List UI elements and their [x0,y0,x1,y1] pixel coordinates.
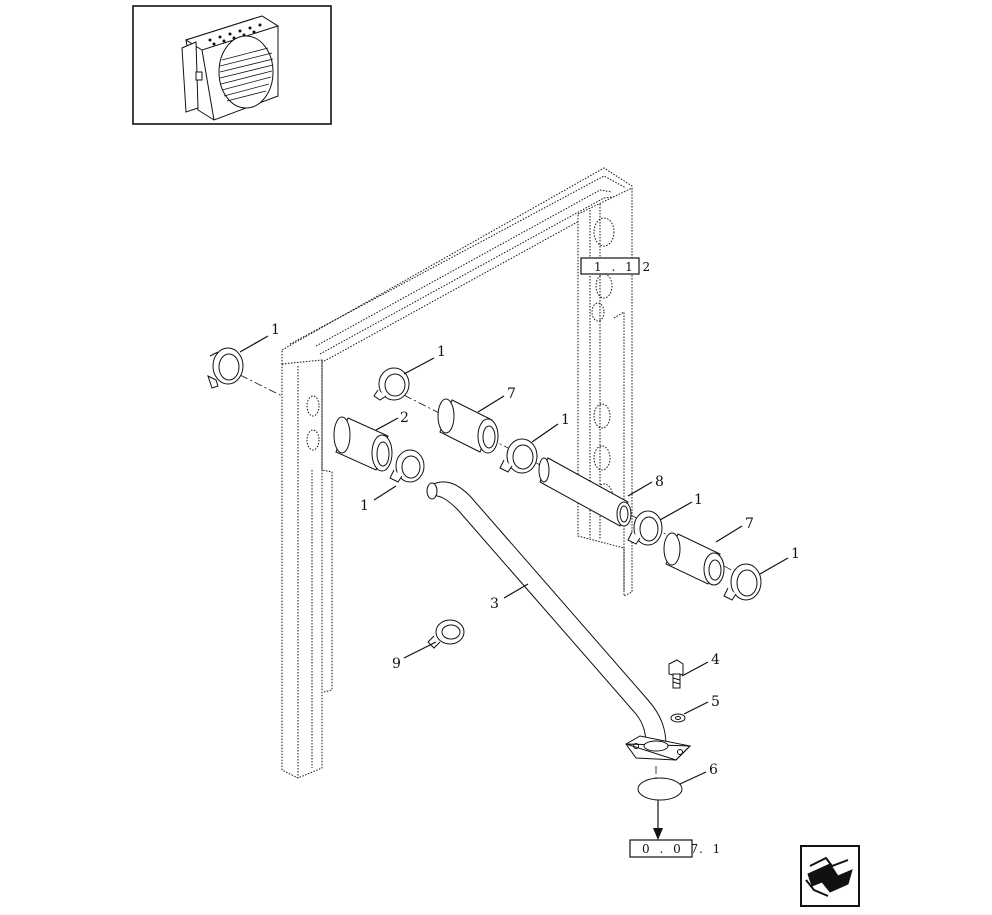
hose-clamp-4[interactable] [499,438,538,474]
radiator-frame [281,167,633,779]
washer-5[interactable] [670,713,686,723]
outlet-reference-arrow [653,800,663,840]
callout-numbers: 1 1 2 1 7 1 8 1 7 1 3 9 4 5 6 [271,322,800,778]
hose-clamp-5[interactable] [627,510,663,546]
radiator-thumbnail-icon[interactable] [132,5,332,125]
hose-clamp-1[interactable] [207,347,244,389]
gasket-6[interactable] [637,777,683,801]
callout-5-washer[interactable]: 5 [711,694,720,710]
hose-clamp-6[interactable] [723,563,762,601]
callout-2-hose[interactable]: 2 [400,410,409,426]
callout-1-right-clamp[interactable]: 1 [694,492,703,508]
hose-clamp-2[interactable] [373,367,410,401]
hose-7-upper[interactable] [437,398,499,454]
outlet-reference-label[interactable]: 0 . 0 7 . 1 [629,839,723,858]
callout-1-far-right-clamp[interactable]: 1 [791,546,800,562]
outlet-reference-text: 0 . 0 7 [642,842,701,856]
outlet-reference-suffix: . 1 [699,842,723,856]
callout-1-middle-clamp[interactable]: 1 [561,412,570,428]
callout-leader-lines [239,335,789,785]
hose-2[interactable] [333,416,393,472]
bolt-4[interactable] [668,659,684,689]
callout-3-tube[interactable]: 3 [490,596,499,612]
frame-reference-label[interactable]: 1 . 1 2 [580,257,653,275]
callout-7-upper-hose[interactable]: 7 [507,386,516,402]
callout-4-bolt[interactable]: 4 [711,652,720,668]
hose-7-lower[interactable] [663,532,725,586]
pipe-8[interactable] [538,457,632,527]
callout-7-lower-hose[interactable]: 7 [745,516,754,532]
callout-9-clip[interactable]: 9 [392,656,401,672]
callout-1-lower-clamp[interactable]: 1 [360,498,369,514]
callout-6-gasket[interactable]: 6 [709,762,718,778]
clip-9[interactable] [427,619,465,649]
callout-1-left-clamp[interactable]: 1 [271,322,280,338]
outlet-flange[interactable] [625,735,692,761]
return-arrow-icon[interactable] [800,845,860,907]
hose-clamp-3[interactable] [389,449,425,483]
callout-8-pipe[interactable]: 8 [655,474,664,490]
frame-reference-text: 1 . 1 2 [594,260,653,274]
callout-1-upper-clamp[interactable]: 1 [437,344,446,360]
